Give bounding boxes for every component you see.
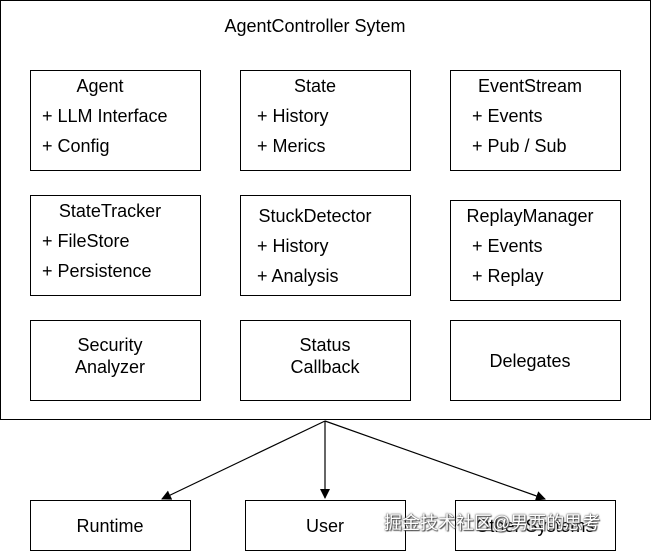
stuck-detector-box: [240, 195, 411, 296]
arrow-to-runtime: [161, 420, 326, 500]
event-stream-item-pub-sub: + Pub / Sub: [472, 136, 567, 156]
state-title: State: [293, 76, 337, 96]
status-callback-line-1: Status: [299, 335, 351, 355]
replay-manager-item-replay: + Replay: [472, 266, 544, 286]
delegates-box: [450, 320, 621, 401]
state-tracker-box: [30, 195, 201, 296]
state-tracker-item-filestore: + FileStore: [42, 231, 130, 251]
agent-box: [30, 70, 201, 171]
state-tracker-title: StateTracker: [58, 201, 162, 221]
agent-title: Agent: [76, 76, 124, 96]
state-box: [240, 70, 411, 171]
state-item-merics: + Merics: [257, 136, 326, 156]
status-callback-label: Status Callback: [290, 334, 359, 378]
security-analyzer-line-1: Security: [77, 335, 143, 355]
arrow-to-other-systems: [324, 420, 546, 501]
user-label: User: [305, 516, 345, 536]
status-callback-box: [240, 320, 411, 401]
stuck-detector-title: StuckDetector: [258, 206, 372, 226]
runtime-label: Runtime: [76, 516, 144, 536]
security-analyzer-box: [30, 320, 201, 401]
replay-manager-box: [450, 200, 621, 301]
replay-manager-item-events: + Events: [472, 236, 543, 256]
watermark-text: 掘金技术社区@男西的思考: [384, 513, 601, 533]
other-systems-label: Other Systems: [475, 516, 595, 536]
state-item-history: + History: [257, 106, 329, 126]
agent-item-llm-interface: + LLM Interface: [42, 106, 168, 126]
other-systems-box: [455, 500, 616, 551]
stuck-detector-item-history: + History: [257, 236, 329, 256]
system-title: AgentController Sytem: [224, 16, 406, 36]
security-analyzer-line-2: Analyzer: [74, 357, 146, 377]
security-analyzer-label: Security Analyzer: [75, 334, 145, 378]
delegates-title: Delegates: [489, 351, 571, 371]
event-stream-item-events: + Events: [472, 106, 543, 126]
event-stream-title: EventStream: [477, 76, 583, 96]
replay-manager-title: ReplayManager: [466, 206, 594, 226]
event-stream-box: [450, 70, 621, 171]
user-box: [245, 500, 406, 551]
status-callback-line-2: Callback: [290, 357, 360, 377]
state-tracker-item-persistence: + Persistence: [42, 261, 152, 281]
stuck-detector-item-analysis: + Analysis: [257, 266, 339, 286]
agent-item-config: + Config: [42, 136, 110, 156]
